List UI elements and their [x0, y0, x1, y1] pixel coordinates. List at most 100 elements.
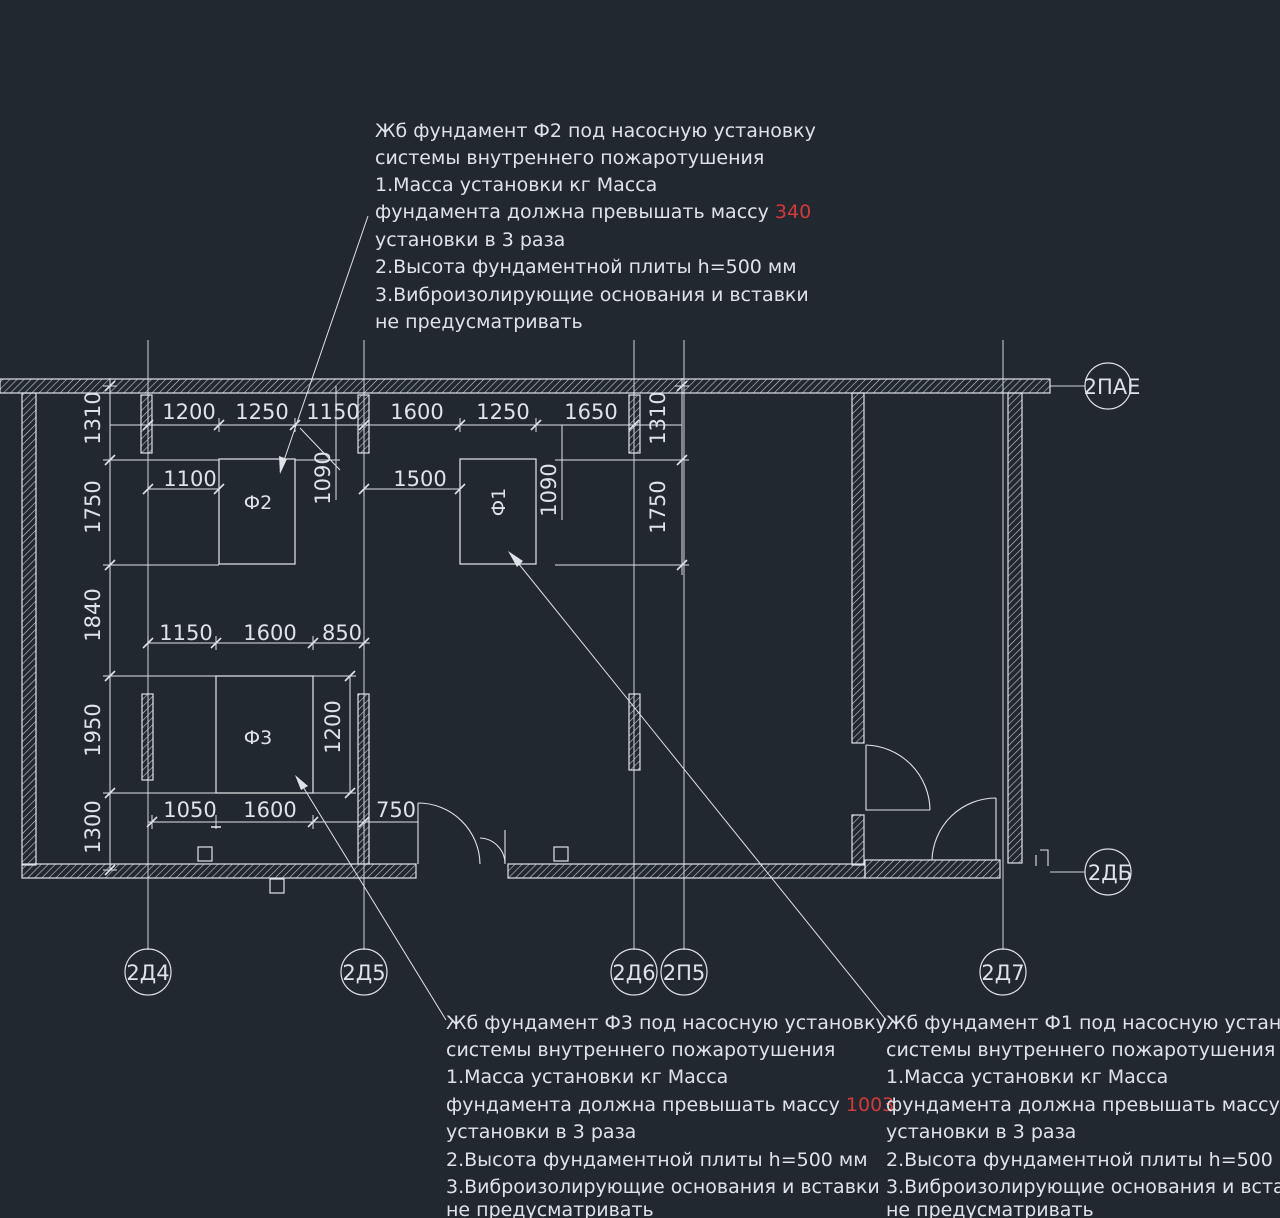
note-f1-line8: не предусматривать	[886, 1199, 1094, 1218]
note-f3-line2: системы внутреннего пожаротушения	[446, 1039, 835, 1061]
note-f1-line4: фундамента должна превышать массу 684	[886, 1094, 1280, 1116]
dim-f1-height: 1090	[537, 463, 561, 516]
axis-bubble-d5	[340, 948, 388, 996]
note-f2-line1: Жб фундамент Ф2 под насосную установку	[375, 120, 816, 142]
foundation-f2	[218, 458, 296, 565]
dim-right-2: 1750	[646, 480, 670, 533]
note-f1-line5: установки в 3 раза	[886, 1121, 1076, 1143]
foundation-label-f2: Ф2	[244, 492, 272, 514]
dim-f1-offset: 1500	[393, 467, 446, 491]
foundation-f1	[459, 458, 537, 565]
axis-bubble-b	[1084, 848, 1132, 896]
note-f1-line1: Жб фундамент Ф1 под насосную установку	[886, 1012, 1280, 1034]
note-f1-line7: 3.Виброизолирующие основания и вставки	[886, 1176, 1280, 1198]
note-f2-weight: 340	[775, 201, 811, 223]
note-f1-line2: системы внутреннего пожаротушения	[886, 1039, 1275, 1061]
dim-top-3: 1150	[306, 400, 359, 424]
dim-left-3: 1840	[81, 588, 105, 641]
note-f3-line5: установки в 3 раза	[446, 1121, 636, 1143]
wall-stub-1	[140, 394, 153, 454]
wall-partition-2	[1007, 392, 1023, 864]
wall-top	[0, 378, 1051, 394]
wall-stub-6	[628, 693, 641, 771]
wall-bottom-3	[864, 859, 1001, 879]
note-f3-line8: не предусматривать	[446, 1199, 654, 1218]
note-f3-line4-text: фундамента должна превышать массу	[446, 1094, 840, 1116]
doors	[417, 744, 1049, 866]
dim-left-1: 1310	[81, 391, 105, 444]
note-f1-line6: 2.Высота фундаментной плиты h=500 мм	[886, 1149, 1280, 1171]
axis-bubble-p5	[660, 948, 708, 996]
leader-lines	[279, 215, 887, 1021]
dim-bottom-2: 1600	[243, 798, 296, 822]
foundation-label-f1: Ф1	[488, 488, 510, 516]
axis-label-b: 2ДБ	[1088, 861, 1132, 885]
dim-left-4: 1950	[81, 703, 105, 756]
axis-label-d4: 2Д4	[126, 961, 169, 985]
note-f2-line4: фундамента должна превышать массу 340	[375, 201, 811, 223]
door-mark	[1035, 849, 1049, 866]
dim-right-1: 1310	[646, 391, 670, 444]
dim-f3-height: 1200	[321, 700, 345, 753]
note-f2-line3: 1.Масса установки кг Масса	[375, 174, 657, 196]
axis-bubble-d6	[610, 948, 658, 996]
wall-partition-1b	[851, 814, 865, 866]
dim-bottom-3: 750	[376, 798, 416, 822]
note-f3-line4: фундамента должна превышать массу 1003	[446, 1094, 894, 1116]
note-f2-line8: не предусматривать	[375, 311, 583, 333]
dim-bottom-1: 1050	[163, 798, 216, 822]
note-f2-line4-text: фундамента должна превышать массу	[375, 201, 769, 223]
axis-bubble-d7	[979, 948, 1027, 996]
wall-stub-5	[357, 693, 370, 865]
foundation-label-f3: Ф3	[244, 727, 272, 749]
axis-bubble-ae	[1084, 362, 1132, 410]
note-f2-line7: 3.Виброизолирующие основания и вставки	[375, 284, 809, 306]
door-3	[865, 744, 931, 811]
dim-top-4: 1600	[390, 400, 443, 424]
grid-lines	[147, 340, 1085, 950]
dim-f2-height: 1090	[311, 451, 335, 504]
foundations	[215, 458, 537, 794]
wall-left	[21, 392, 37, 866]
dim-f3-3: 850	[322, 621, 362, 645]
axis-label-d7: 2Д7	[981, 961, 1024, 985]
axis-label-d6: 2Д6	[612, 961, 655, 985]
axis-label-ae: 2ПАЕ	[1084, 375, 1141, 399]
note-f2-line5: установки в 3 раза	[375, 229, 565, 251]
foundation-f3	[215, 675, 314, 794]
note-f3-line7: 3.Виброизолирующие основания и вставки	[446, 1176, 880, 1198]
note-f3: Жб фундамент Ф3 под насосную установку с…	[446, 1012, 894, 1218]
small-posts	[197, 846, 569, 894]
wall-bottom-2	[507, 863, 866, 879]
wall-stub-4	[141, 693, 154, 781]
leader-arrows	[279, 456, 523, 790]
note-f3-weight: 1003	[846, 1094, 894, 1116]
dim-left-2: 1750	[81, 480, 105, 533]
axis-bubble-d4	[124, 948, 172, 996]
door-4	[931, 797, 997, 861]
door-1	[417, 802, 481, 865]
dim-top-2: 1250	[235, 400, 288, 424]
dimension-ticks	[104, 380, 688, 876]
note-f2-line6: 2.Высота фундаментной плиты h=500 мм	[375, 256, 797, 278]
wall-partition-1	[851, 392, 865, 744]
dim-f3-2: 1600	[243, 621, 296, 645]
note-f1: Жб фундамент Ф1 под насосную установку с…	[886, 1012, 1280, 1218]
dimension-lines	[103, 378, 689, 871]
axis-bubbles	[124, 362, 1132, 996]
door-2	[479, 830, 506, 865]
note-f3-line6: 2.Высота фундаментной плиты h=500 мм	[446, 1149, 868, 1171]
axis-label-d5: 2Д5	[342, 961, 385, 985]
wall-bottom-1	[21, 863, 417, 879]
note-f3-line1: Жб фундамент Ф3 под насосную установку	[446, 1012, 887, 1034]
dim-f3-1: 1150	[159, 621, 212, 645]
note-f3-line3: 1.Масса установки кг Масса	[446, 1066, 728, 1088]
dim-left-5: 1300	[81, 800, 105, 853]
note-f1-line3: 1.Масса установки кг Масса	[886, 1066, 1168, 1088]
note-f2-line2: системы внутреннего пожаротушения	[375, 147, 764, 169]
dim-top-1: 1200	[162, 400, 215, 424]
dim-top-5: 1250	[476, 400, 529, 424]
note-f1-line4-text: фундамента должна превышать массу	[886, 1094, 1280, 1116]
walls	[0, 378, 1051, 879]
